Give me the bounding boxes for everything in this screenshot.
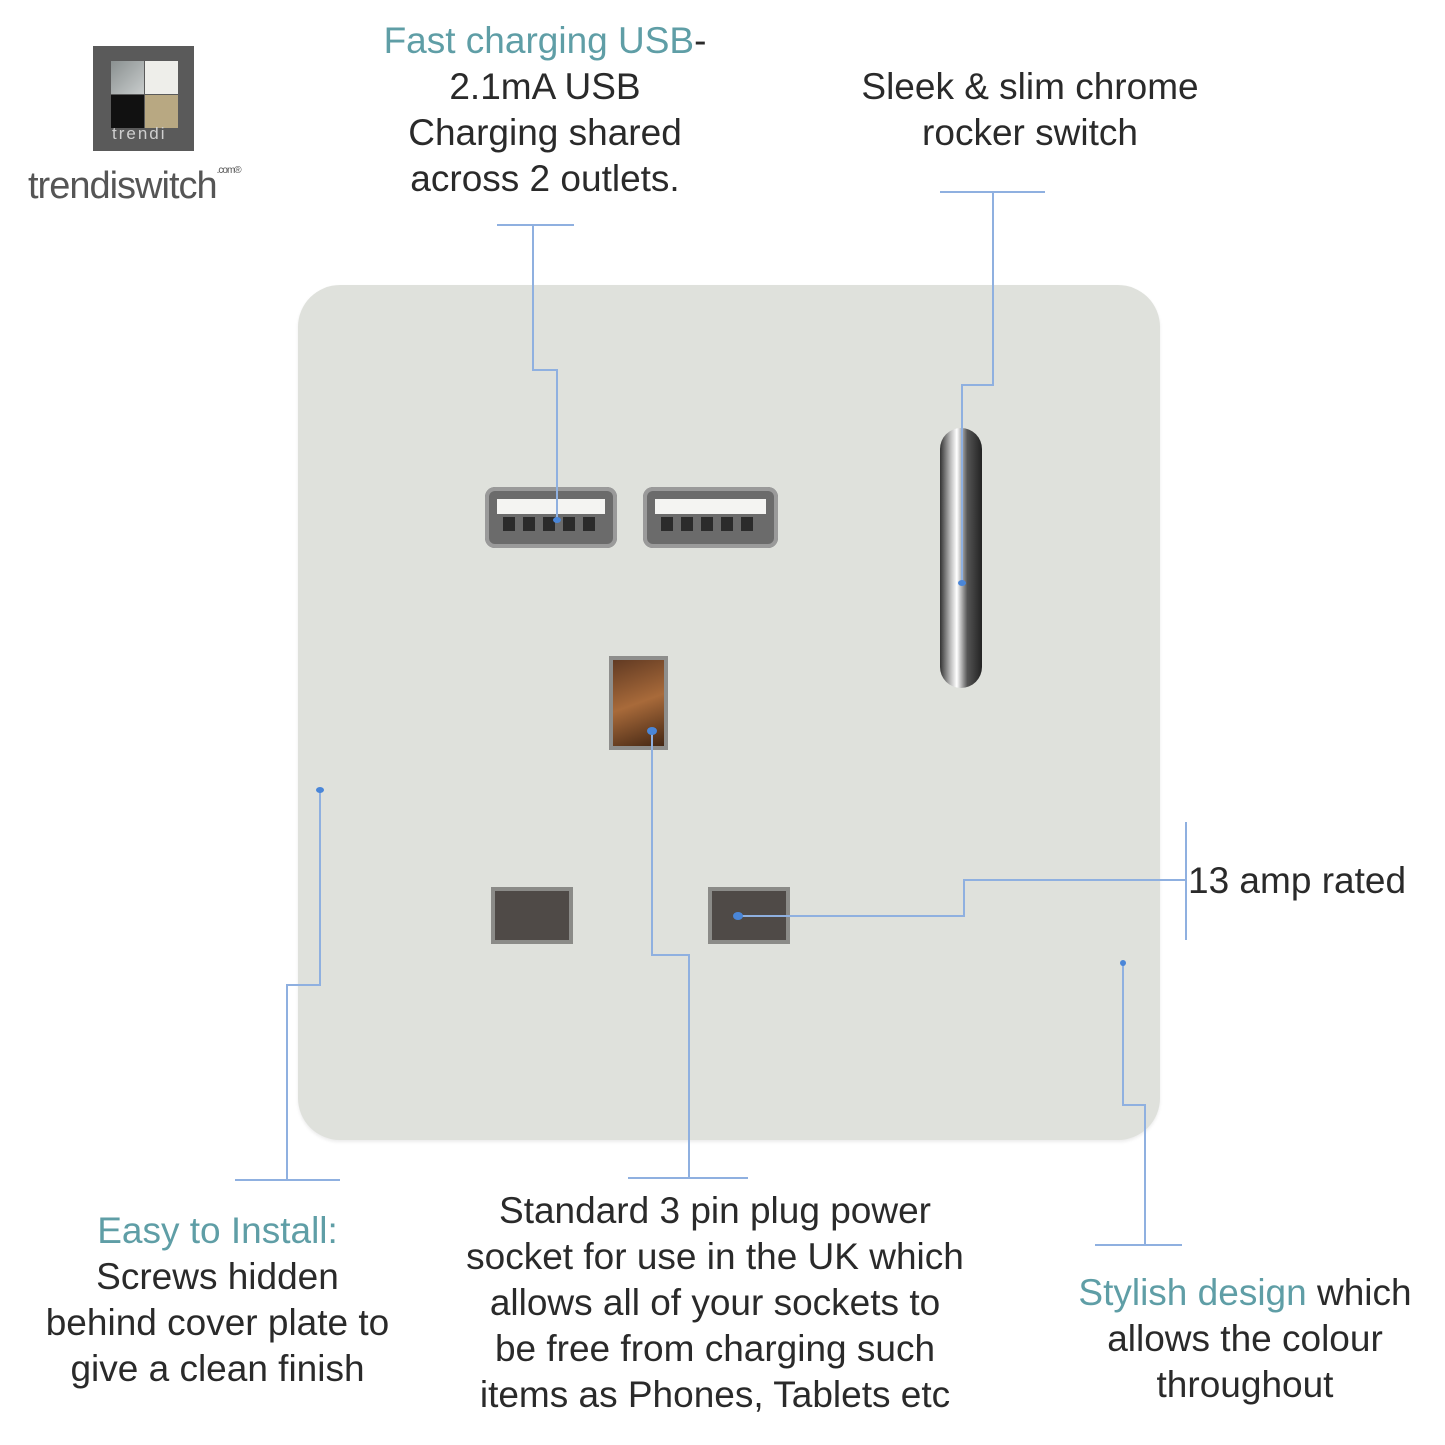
earth-pin-slot bbox=[609, 656, 668, 750]
usb-line: 2.1mA USB bbox=[449, 66, 641, 107]
usb-line: across 2 outlets. bbox=[410, 158, 680, 199]
usb-annotation: Fast charging USB- 2.1mA USB Charging sh… bbox=[360, 18, 730, 202]
design-connector-path bbox=[1122, 963, 1146, 1245]
socket-connector-path bbox=[651, 731, 690, 1178]
install-line: give a clean finish bbox=[70, 1348, 365, 1389]
socket-plate bbox=[298, 285, 1160, 1140]
logo-text: trendi bbox=[112, 124, 167, 143]
install-line: Screws hidden bbox=[96, 1256, 339, 1297]
usb-dot bbox=[553, 517, 561, 523]
wordmark-suffix: .com® bbox=[216, 165, 242, 176]
usb-connector-path bbox=[532, 225, 558, 520]
neutral-pin-slot bbox=[491, 887, 573, 944]
switch-dot bbox=[958, 580, 966, 586]
socket-line: Standard 3 pin plug power bbox=[499, 1190, 931, 1231]
socket-dot bbox=[647, 727, 657, 735]
socket-line: socket for use in the UK which bbox=[466, 1236, 964, 1277]
trendi-logo bbox=[93, 46, 194, 151]
design-line: allows the colour bbox=[1107, 1318, 1383, 1359]
install-connector-path bbox=[286, 790, 321, 1180]
socket-annotation: Standard 3 pin plug power socket for use… bbox=[420, 1188, 1010, 1418]
socket-line: items as Phones, Tablets etc bbox=[479, 1374, 951, 1415]
amp-connector-path bbox=[738, 879, 1186, 917]
usb-port-1 bbox=[485, 487, 617, 548]
install-line: behind cover plate to bbox=[45, 1302, 390, 1343]
design-dot bbox=[1120, 960, 1126, 966]
logo-tile-black bbox=[111, 95, 144, 128]
usb-dash: - bbox=[694, 20, 707, 61]
amp-dot bbox=[733, 912, 743, 920]
wordmark-text: trendiswitch bbox=[28, 165, 218, 207]
brand-wordmark: trendiswitch.com® bbox=[28, 165, 242, 208]
design-highlight: Stylish design bbox=[1078, 1272, 1307, 1313]
switch-connector-path bbox=[961, 192, 994, 583]
install-annotation: Easy to Install: Screws hidden behind co… bbox=[10, 1208, 425, 1392]
install-highlight: Easy to Install: bbox=[97, 1210, 338, 1251]
switch-line: rocker switch bbox=[922, 112, 1138, 153]
switch-annotation: Sleek & slim chrome rocker switch bbox=[820, 64, 1240, 156]
logo-tile-chrome bbox=[111, 61, 144, 94]
socket-line: be free from charging such bbox=[494, 1328, 936, 1369]
switch-line: Sleek & slim chrome bbox=[861, 66, 1199, 107]
usb-line: Charging shared bbox=[408, 112, 682, 153]
logo-tile-white bbox=[145, 61, 178, 94]
logo-tile-gold bbox=[145, 95, 178, 128]
amp-annotation: 13 amp rated bbox=[1188, 860, 1407, 901]
design-rest: which bbox=[1306, 1272, 1412, 1313]
socket-line: allows all of your sockets to bbox=[489, 1282, 941, 1323]
install-dot bbox=[316, 787, 324, 793]
design-annotation: Stylish design which allows the colour t… bbox=[1045, 1270, 1445, 1408]
usb-port-2 bbox=[643, 487, 778, 548]
design-line: throughout bbox=[1156, 1364, 1334, 1405]
usb-highlight: Fast charging USB bbox=[383, 20, 695, 61]
